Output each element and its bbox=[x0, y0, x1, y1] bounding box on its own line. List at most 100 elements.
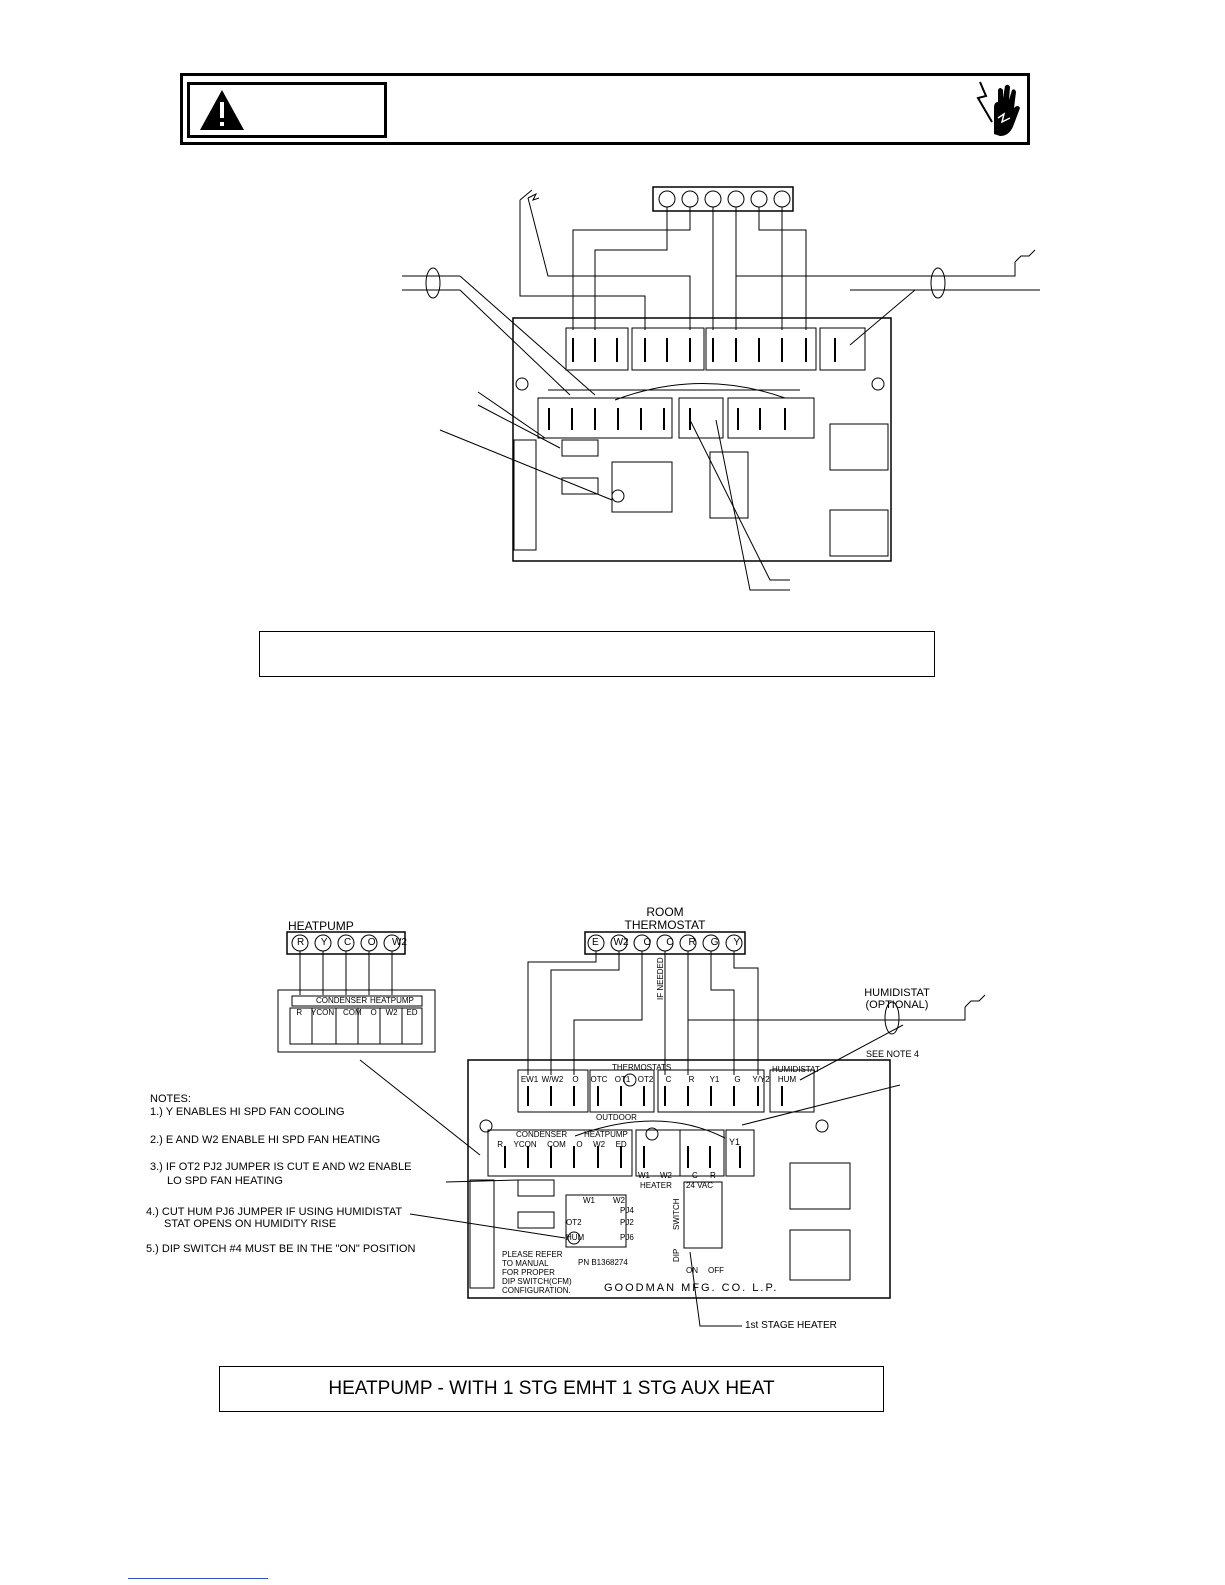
board-mid-com: COM bbox=[547, 1140, 566, 1149]
if-needed-label: IF NEEDED bbox=[656, 957, 665, 1000]
switch-label: SWITCH bbox=[672, 1198, 681, 1230]
humidistat-title: HUMIDISTAT (OPTIONAL) bbox=[854, 987, 940, 1011]
board-mid-r: R bbox=[497, 1140, 504, 1149]
heatpump-terminal-labels: R Y C O W2 bbox=[295, 937, 409, 948]
tstat-terminal-e: E bbox=[592, 937, 599, 948]
board-label-r: R bbox=[688, 1075, 695, 1084]
board-mid-ycon: YCON bbox=[513, 1140, 537, 1149]
board-label-ot2: OT2 bbox=[637, 1075, 654, 1084]
dip-label: DIP bbox=[672, 1248, 681, 1262]
note-4: 4.) CUT HUM PJ6 JUMPER IF USING HUMIDIST… bbox=[146, 1206, 403, 1218]
refer-line-3: FOR PROPER bbox=[502, 1268, 555, 1277]
board-top-labels: EW1 W/W2 O OTC OT1 OT2 C R Y1 G Y/Y2 HUM bbox=[518, 1075, 816, 1084]
bottom-diagram-caption: HEATPUMP - WITH 1 STG EMHT 1 STG AUX HEA… bbox=[219, 1366, 884, 1412]
hp-block-w2: W2 bbox=[385, 1008, 398, 1017]
board-group-heatpump: HEATPUMP bbox=[584, 1130, 628, 1139]
board-label-hum: HUM bbox=[777, 1075, 797, 1084]
note-3-cont: LO SPD FAN HEATING bbox=[167, 1175, 283, 1187]
hp-group-heatpump: HEATPUMP bbox=[370, 996, 414, 1005]
board-group-humidistat: HUMIDISTAT bbox=[772, 1065, 820, 1074]
board-mid-w2: W2 bbox=[593, 1140, 606, 1149]
warning-label-box bbox=[187, 82, 387, 138]
note-5: 5.) DIP SWITCH #4 MUST BE IN THE "ON" PO… bbox=[146, 1243, 416, 1255]
hp-terminal-r: R bbox=[297, 937, 305, 948]
warning-banner bbox=[180, 73, 1030, 145]
tstat-terminal-o: O bbox=[643, 937, 652, 948]
board-mid-labels: R YCON COM O W2 ED bbox=[492, 1140, 632, 1149]
tstat-terminal-w2: W2 bbox=[613, 937, 629, 948]
board-mid-o: O bbox=[576, 1140, 583, 1149]
heater-w1: W1 bbox=[638, 1171, 650, 1180]
board-label-y1: Y1 bbox=[709, 1075, 720, 1084]
warning-triangle-icon bbox=[200, 90, 244, 130]
board-maker: GOODMAN MFG. CO. L.P. bbox=[604, 1282, 779, 1294]
board-group-outdoor: OUTDOOR bbox=[596, 1113, 637, 1122]
dip-off-label: OFF bbox=[708, 1266, 724, 1275]
hp-block-ycon: YCON bbox=[311, 1008, 335, 1017]
refer-line-1: PLEASE REFER bbox=[502, 1250, 563, 1259]
hp-terminal-c: C bbox=[343, 937, 352, 948]
dip-on-label: ON bbox=[686, 1266, 698, 1275]
notes-title: NOTES: bbox=[150, 1093, 191, 1105]
tstat-terminal-y: Y bbox=[733, 937, 740, 948]
heater-w2: W2 bbox=[660, 1171, 672, 1180]
heatpump-title: HEATPUMP bbox=[288, 919, 354, 933]
thermostat-terminal-labels: E W2 O C R G Y bbox=[589, 937, 743, 948]
thermostat-title: ROOM THERMOSTAT bbox=[620, 906, 710, 932]
hp-block-com: COM bbox=[343, 1008, 362, 1017]
board-label-c: C bbox=[665, 1075, 672, 1084]
refer-line-2: TO MANUAL bbox=[502, 1259, 549, 1268]
tstat-terminal-c: C bbox=[666, 937, 674, 948]
hp-block-ed: ED bbox=[406, 1008, 418, 1017]
jumper-hum: HUM bbox=[566, 1233, 585, 1242]
top-diagram-caption bbox=[259, 631, 935, 677]
vac-c: C bbox=[692, 1171, 698, 1180]
tstat-terminal-g: G bbox=[710, 937, 719, 948]
jumper-pj6: PJ6 bbox=[620, 1233, 634, 1242]
refer-note: PLEASE REFER TO MANUAL FOR PROPER DIP SW… bbox=[502, 1250, 572, 1295]
note-3: 3.) IF OT2 PJ2 JUMPER IS CUT E AND W2 EN… bbox=[150, 1161, 412, 1173]
humidistat-title-line1: HUMIDISTAT bbox=[864, 987, 930, 999]
part-number: PN B1368274 bbox=[578, 1258, 628, 1267]
vac-r: R bbox=[710, 1171, 716, 1180]
hp-block-o: O bbox=[370, 1008, 377, 1017]
thermostat-title-line2: THERMOSTAT bbox=[624, 918, 706, 932]
humidistat-title-line2: (OPTIONAL) bbox=[865, 999, 929, 1011]
see-note-4: SEE NOTE 4 bbox=[866, 1049, 920, 1059]
top-wiring-diagram bbox=[402, 186, 1040, 591]
board-label-ww2: W/W2 bbox=[541, 1075, 564, 1084]
jumper-pj2: PJ2 bbox=[620, 1218, 634, 1227]
jumper-ot2: OT2 bbox=[566, 1218, 582, 1227]
note-2: 2.) E AND W2 ENABLE HI SPD FAN HEATING bbox=[150, 1134, 381, 1146]
jumper-pj4: PJ4 bbox=[620, 1206, 634, 1215]
electrical-hazard-hand-icon bbox=[976, 81, 1020, 136]
board-label-otc: OTC bbox=[590, 1075, 608, 1084]
hp-terminal-y: Y bbox=[320, 937, 328, 948]
board-group-condenser: CONDENSER bbox=[516, 1130, 568, 1139]
board-label-yy2: Y/Y2 bbox=[752, 1075, 770, 1084]
refer-line-5: CONFIGURATION. bbox=[502, 1286, 571, 1295]
board-mid-ed: ED bbox=[615, 1140, 627, 1149]
board-group-heater: HEATER bbox=[640, 1181, 672, 1190]
note-4-cont: STAT OPENS ON HUMIDITY RISE bbox=[164, 1218, 337, 1230]
jumper-w1: W1 bbox=[583, 1196, 595, 1205]
hp-group-condenser: CONDENSER bbox=[316, 996, 368, 1005]
board-label-ew1: EW1 bbox=[520, 1075, 539, 1084]
thermostat-title-line1: ROOM bbox=[646, 905, 684, 919]
top-thermostat-strip bbox=[652, 186, 794, 212]
top-board-outline bbox=[512, 317, 892, 562]
board-group-thermostats: THERMOSTATS bbox=[612, 1063, 672, 1072]
board-label-o: O bbox=[572, 1075, 579, 1084]
first-stage-heater-label: 1st STAGE HEATER bbox=[745, 1320, 837, 1331]
refer-line-4: DIP SWITCH(CFM) bbox=[502, 1277, 572, 1286]
hp-block-r: R bbox=[296, 1008, 303, 1017]
jumper-w2: W2 bbox=[613, 1196, 625, 1205]
board-label-ot1: OT1 bbox=[614, 1075, 631, 1084]
note-1: 1.) Y ENABLES HI SPD FAN COOLING bbox=[150, 1106, 345, 1118]
footer-link-underline[interactable] bbox=[128, 1578, 268, 1579]
board-label-g: G bbox=[734, 1075, 741, 1084]
board-y1-label: Y1 bbox=[729, 1137, 741, 1147]
bottom-wiring-diagram bbox=[277, 931, 986, 1327]
bottom-board-outline bbox=[467, 1059, 891, 1299]
hp-terminal-w2: W2 bbox=[391, 937, 407, 948]
